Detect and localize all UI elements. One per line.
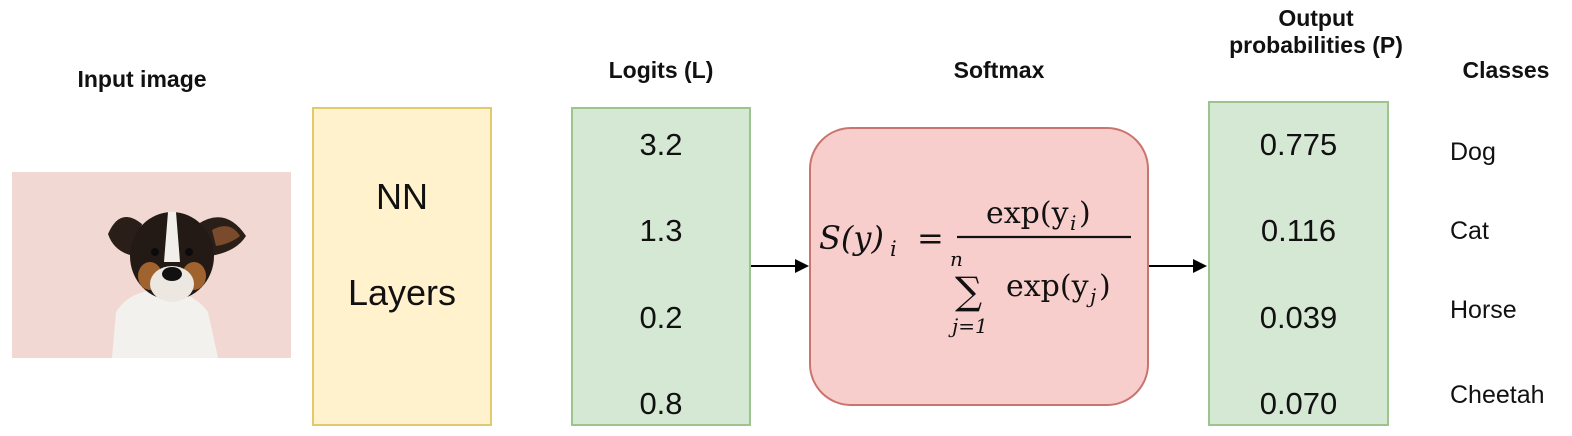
logits-heading: Logits (L) (608, 57, 714, 83)
formula-lhs: S(y) (819, 219, 884, 257)
formula-numerator-close: ) (1079, 196, 1091, 231)
class-label: Cat (1450, 217, 1489, 245)
formula-denominator-exp: exp(y (1006, 269, 1089, 304)
formula-numerator-subscript: i (1070, 211, 1076, 235)
formula-numerator-exp: exp(y (986, 196, 1069, 231)
logit-value: 0.2 (639, 300, 683, 335)
softmax-formula: S(y) i = exp(y i ) n ∑ j=1 exp(y j ) (819, 196, 1131, 338)
logits-box: 3.2 1.3 0.2 0.8 (571, 107, 751, 426)
arrow-logits-to-softmax (751, 259, 809, 273)
class-label: Horse (1450, 296, 1517, 324)
classes-heading: Classes (1462, 57, 1550, 83)
formula-denominator-close: ) (1099, 269, 1111, 304)
output-probabilities-box: 0.775 0.116 0.039 0.070 (1208, 101, 1389, 426)
output-probabilities-heading: Output probabilities (P) (1229, 5, 1403, 58)
input-image (12, 172, 291, 358)
dog-photo (12, 172, 291, 358)
input-image-heading: Input image (77, 66, 207, 92)
arrow-softmax-to-output (1149, 259, 1207, 273)
softmax-heading: Softmax (953, 57, 1045, 83)
probability-value: 0.116 (1260, 213, 1337, 248)
sum-symbol: ∑ (955, 269, 982, 313)
formula-equals: = (917, 219, 944, 257)
logit-value: 0.8 (639, 386, 683, 421)
logit-value: 3.2 (639, 127, 683, 162)
layers-label: Layers (347, 272, 457, 313)
sum-upper-limit: n (950, 247, 963, 271)
class-label: Cheetah (1450, 381, 1545, 409)
formula-denominator-subscript: j (1086, 284, 1096, 308)
svg-text:S(y): S(y) (819, 219, 884, 257)
probability-value: 0.039 (1259, 300, 1338, 335)
nn-layers-box: NN Layers (312, 107, 492, 426)
probability-value: 0.070 (1259, 386, 1338, 421)
softmax-box (809, 127, 1149, 406)
probability-value: 0.775 (1259, 127, 1338, 162)
logit-value: 1.3 (639, 213, 683, 248)
formula-lhs-subscript: i (890, 237, 897, 261)
class-label: Dog (1450, 138, 1496, 166)
nn-label: NN (376, 176, 428, 217)
sum-lower-limit: j=1 (948, 314, 988, 338)
